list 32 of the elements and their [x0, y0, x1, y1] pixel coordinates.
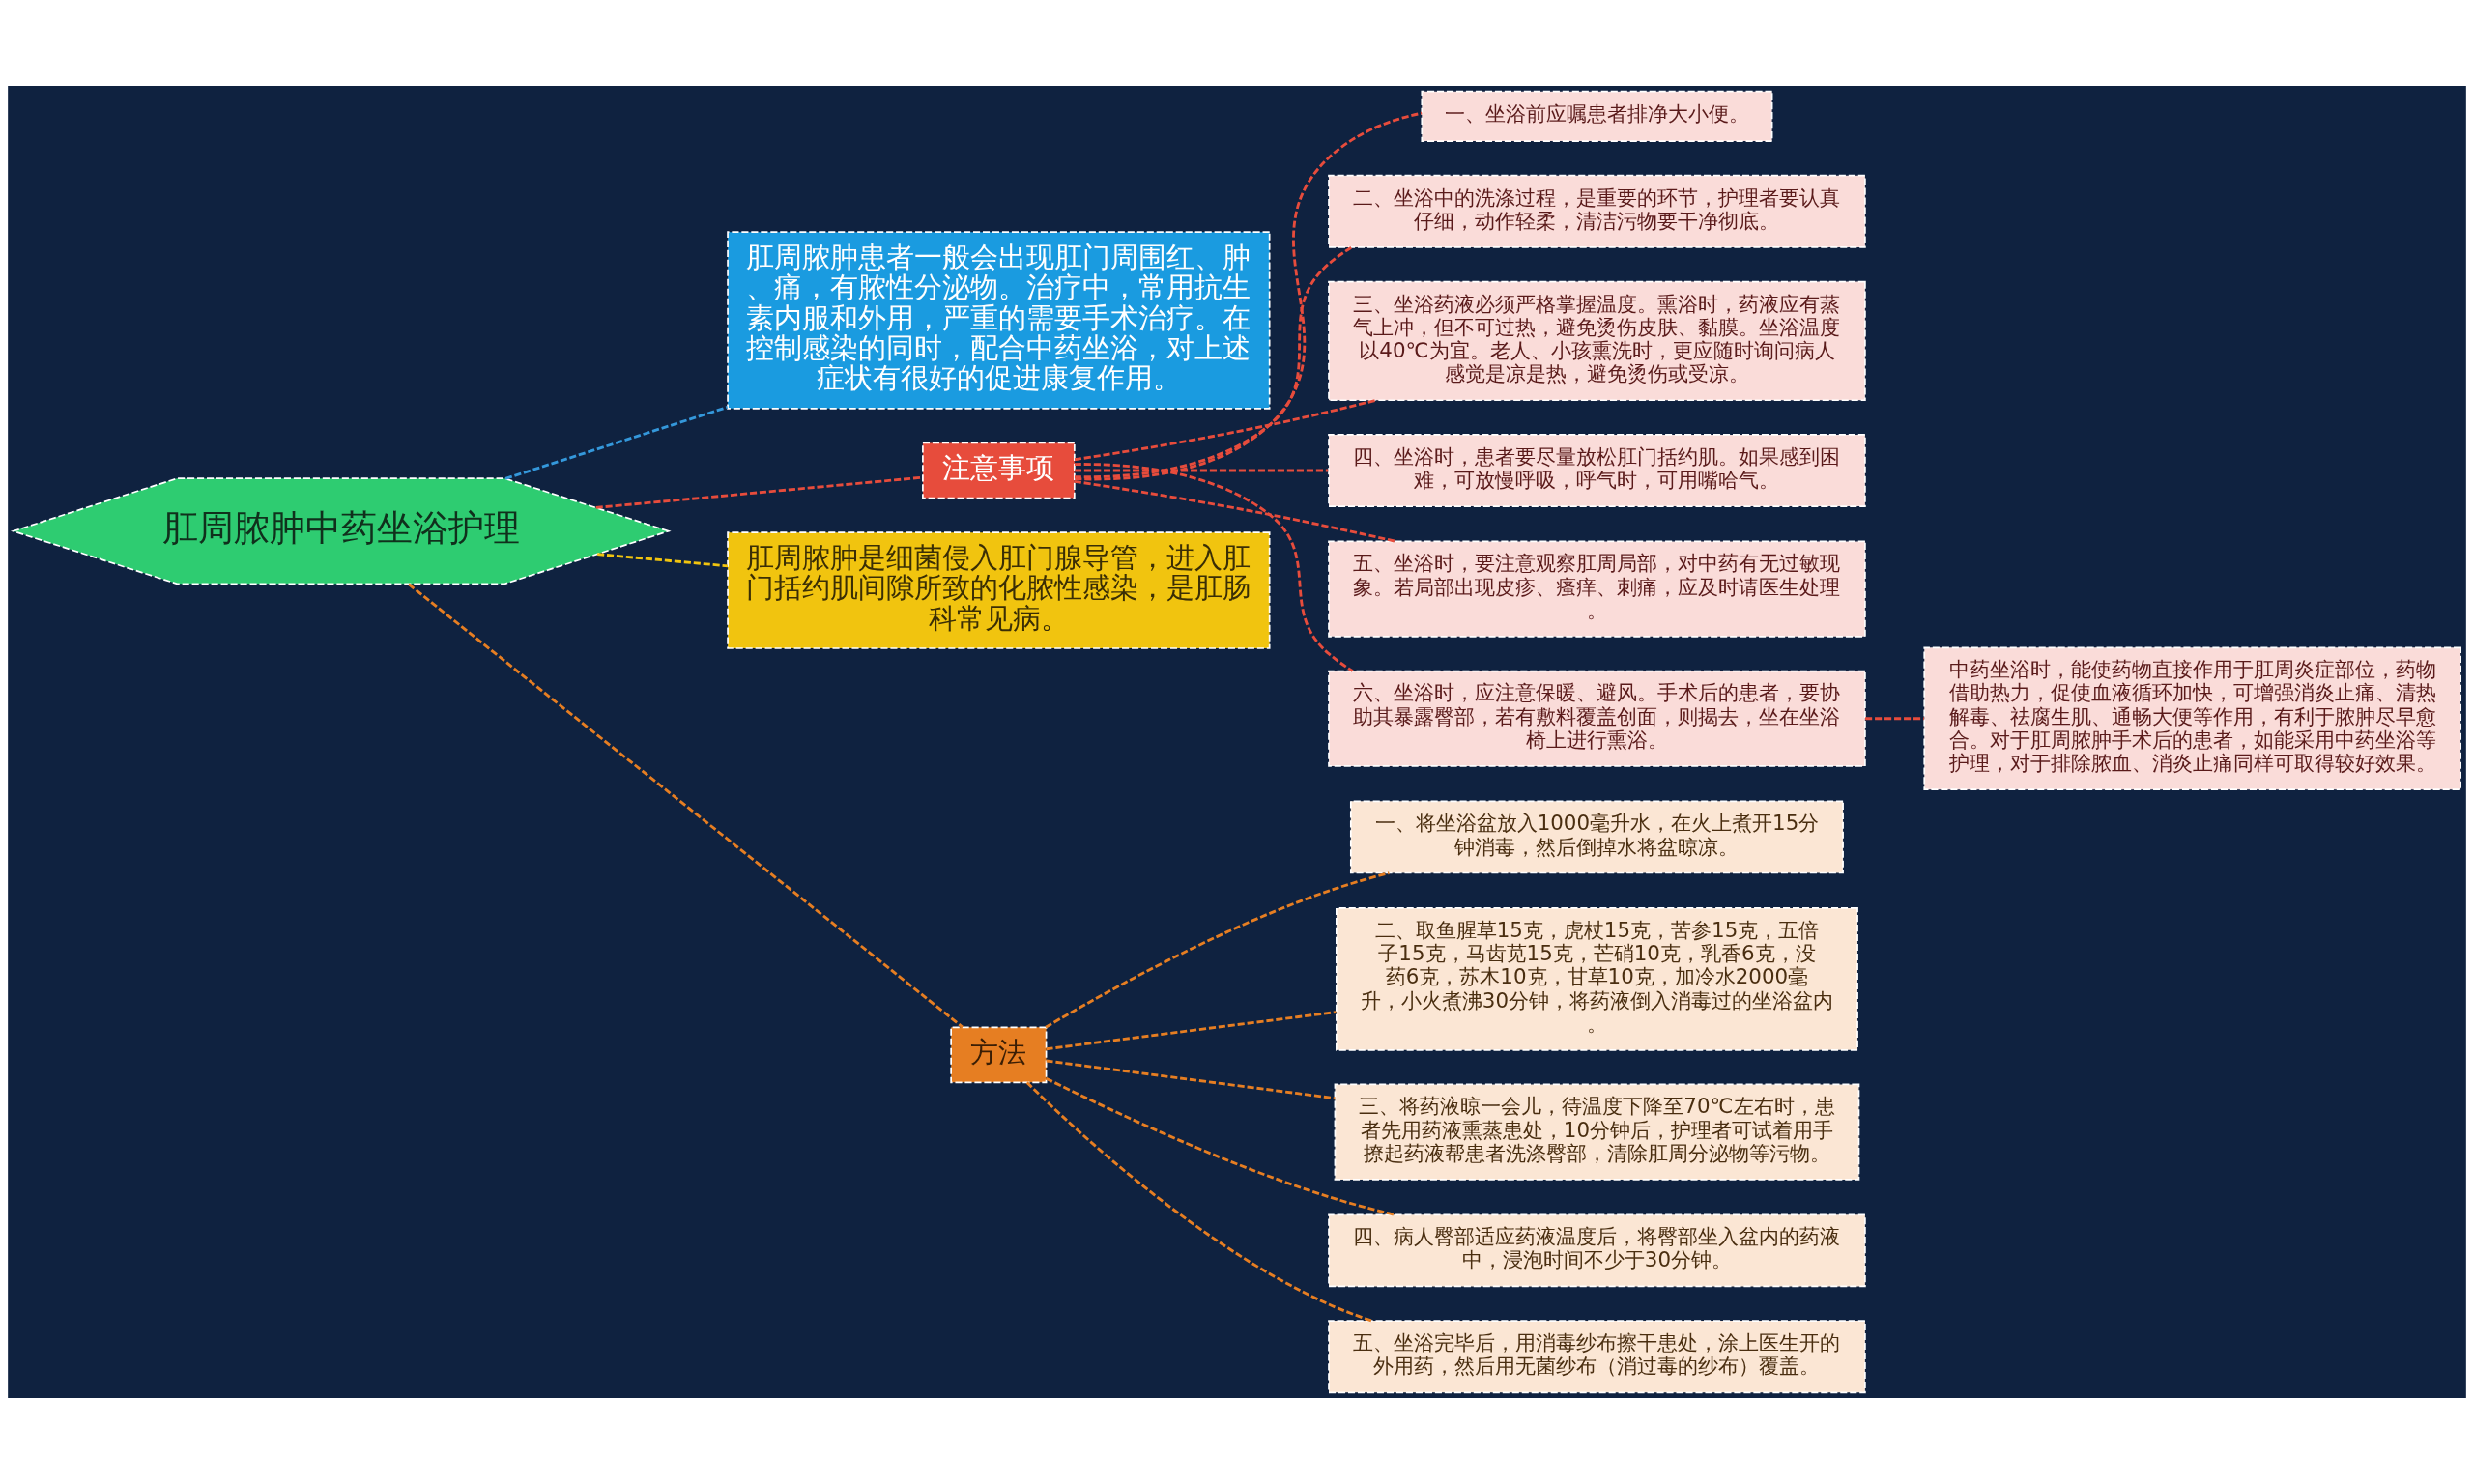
- node-box: 二、取鱼腥草15克，虎杖15克，苦参15克，五倍子15克，马齿苋15克，芒硝10克，乳香6克，没药6克，苏木10克，甘草10克，加冷水2000毫升，小火煮沸30分钟，将药液倒入消毒过的坐浴盆内。: [1336, 907, 1858, 1051]
- node-box: 四、坐浴时，患者要尽量放松肛门括约肌。如果感到困难，可放慢呼吸，呼气时，可用嘴哈气。: [1328, 434, 1866, 507]
- connector: [1074, 398, 1377, 462]
- node-box: 中药坐浴时，能使药物直接作用于肛周炎症部位，药物借助热力，促使血液循环加快，可增强消炎止痛、清热解毒、祛腐生肌、通畅大便等作用，有利于脓肿尽早愈合。对于肛周脓肿手术后的患者，如能采用中药坐浴等护理，对于排除脓血、消炎止痛同样可取得较好效果。: [1923, 646, 2461, 791]
- connector: [1045, 1077, 1395, 1216]
- connector: [1865, 717, 1924, 721]
- connector: [504, 406, 728, 480]
- node-box: 五、坐浴完毕后，用消毒纱布擦干患处，涂上医生开的外用药，然后用无菌纱布（消过毒的纱布）覆盖。: [1328, 1320, 1866, 1394]
- connector: [1074, 245, 1353, 479]
- connector: [1074, 463, 1354, 672]
- connector: [1075, 469, 1329, 472]
- connector: [1075, 111, 1423, 481]
- node-box: 一、坐浴前应嘱患者排净大小便。: [1421, 90, 1773, 142]
- connector: [408, 583, 964, 1029]
- node-box: 二、坐浴中的洗涤过程，是重要的环节，护理者要认真仔细，动作轻柔，清洁污物要干净彻底。: [1328, 174, 1866, 248]
- node-box: 五、坐浴时，要注意观察肛周局部，对中药有无过敏现象。若局部出现皮疹、瘙痒、刺痛，应及时请医生处理。: [1328, 540, 1866, 638]
- connector: [1046, 1059, 1336, 1100]
- connector: [1025, 1081, 1373, 1323]
- connector: [597, 553, 729, 568]
- node-box: 三、将药液晾一会儿，待温度下降至70℃左右时，患者先用药液熏蒸患处，10分钟后，护理者可试着用手撩起药液帮患者洗涤臀部，清除肛周分泌物等污物。: [1334, 1083, 1860, 1181]
- node-box: 一、将坐浴盆放入1000毫升水，在火上煮开15分钟消毒，然后倒掉水将盆晾凉。: [1349, 800, 1844, 874]
- node-box: 三、坐浴药液必须严格掌握温度。熏浴时，药液应有蒸气上冲，但不可过热，避免烫伤皮肤、黏膜。坐浴温度以40℃为宜。老人、小孩熏洗时，更应随时询问病人感觉是凉是热，避免烫伤或受凉。: [1328, 280, 1866, 402]
- node-box: 四、病人臀部适应药液温度后，将臀部坐入盆内的药液中，浸泡时间不少于30分钟。: [1328, 1213, 1866, 1288]
- connector: [1074, 479, 1396, 543]
- connector: [595, 475, 923, 509]
- node-box: 肛周脓肿是细菌侵入肛门腺导管，进入肛门括约肌间隙所致的化脓性感染，是肛肠科常见病。: [727, 531, 1271, 649]
- node-box: 肛周脓肿患者一般会出现肛门周围红、肿、痛，有脓性分泌物。治疗中，常用抗生素内服和外用，严重的需要手术治疗。在控制感染的同时，配合中药坐浴，对上述症状有很好的促进康复作用。: [727, 231, 1271, 410]
- node-box: 六、坐浴时，应注意保暖、避风。手术后的患者，要协助其暴露臀部，若有敷料覆盖创面，则揭去，坐在坐浴椅上进行熏浴。: [1328, 670, 1866, 767]
- node-box: 方法: [950, 1026, 1048, 1084]
- node-box: 注意事项: [922, 442, 1076, 499]
- connector: [1046, 1011, 1337, 1051]
- connector: [1045, 871, 1390, 1029]
